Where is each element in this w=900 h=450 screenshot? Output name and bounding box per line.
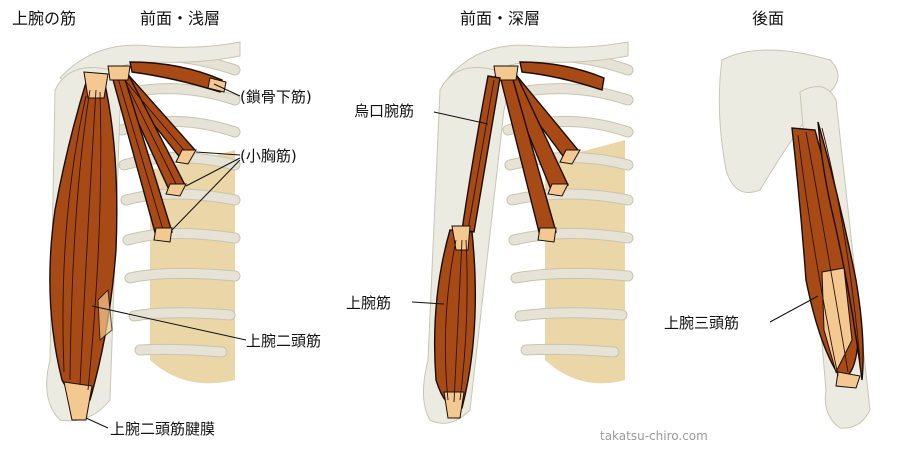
subtitle-posterior: 後面 bbox=[752, 9, 784, 28]
label-triceps: 上腕三頭筋 bbox=[664, 314, 739, 332]
label-brachialis: 上腕筋 bbox=[346, 294, 391, 312]
triceps-brachii-muscle bbox=[791, 121, 864, 389]
scapula bbox=[718, 49, 839, 193]
figure-title: 上腕の筋 bbox=[12, 9, 76, 28]
subclavius-muscle bbox=[129, 61, 223, 93]
clavicle-deep bbox=[447, 41, 629, 93]
label-coracobrachialis: 烏口腕筋 bbox=[354, 102, 414, 120]
clavicle bbox=[59, 41, 241, 93]
panel-front-deep bbox=[423, 41, 634, 424]
brachialis-muscle bbox=[433, 225, 477, 419]
subclavius-muscle-deep bbox=[519, 61, 605, 91]
label-bicipital-aponeurosis: 上腕二頭筋腱膜 bbox=[110, 420, 215, 438]
subtitle-front-superficial: 前面・浅層 bbox=[140, 9, 220, 28]
subtitle-front-deep: 前面・深層 bbox=[460, 9, 540, 28]
panel-posterior bbox=[718, 49, 871, 429]
panel-front-superficial bbox=[46, 41, 241, 422]
label-subclavius: (鎖骨下筋) bbox=[240, 88, 312, 106]
leader-lines bbox=[85, 83, 819, 429]
pectoralis-minor-deep bbox=[493, 65, 581, 243]
coracobrachialis-muscle bbox=[461, 75, 501, 233]
label-biceps: 上腕二頭筋 bbox=[246, 332, 321, 350]
biceps-brachii-muscle bbox=[49, 71, 118, 421]
credit-text: takatsu-chiro.com bbox=[600, 429, 708, 443]
label-pectoralis-minor: (小胸筋) bbox=[240, 147, 297, 165]
pectoralis-minor-muscle bbox=[107, 65, 197, 243]
